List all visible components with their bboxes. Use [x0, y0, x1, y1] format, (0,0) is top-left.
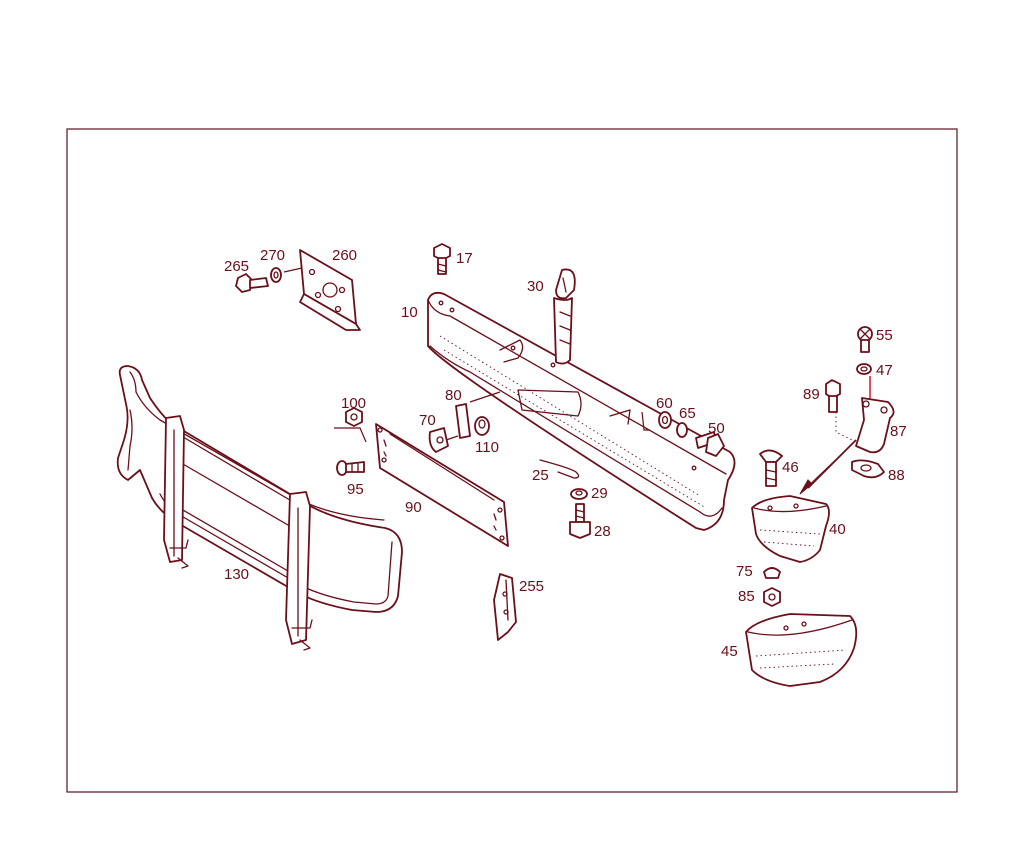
callout-89: 89: [803, 386, 820, 403]
callout-87: 87: [890, 423, 907, 440]
part-28-bolt: [569, 503, 591, 539]
part-80-clip: [455, 403, 471, 439]
callout-17: 17: [456, 250, 473, 267]
callout-270: 270: [260, 247, 285, 264]
part-47-washer: [856, 363, 872, 375]
part-88-gasket: [851, 459, 885, 479]
callout-28: 28: [594, 523, 611, 540]
part-90-plate-holder: [375, 423, 509, 547]
part-265-bolt: [235, 273, 269, 293]
callout-95: 95: [347, 481, 364, 498]
callout-45: 45: [721, 643, 738, 660]
part-85-nut: [763, 587, 781, 607]
callout-260: 260: [332, 247, 357, 264]
callout-29: 29: [591, 485, 608, 502]
callout-10: 10: [401, 304, 418, 321]
callout-255: 255: [519, 578, 544, 595]
callout-55: 55: [876, 327, 893, 344]
part-130-brush-guard: [116, 365, 403, 651]
diagram-frame: [66, 128, 958, 793]
part-89-bolt: [825, 379, 841, 413]
part-60-washer: [658, 411, 672, 429]
part-70-bracket: [428, 427, 449, 453]
callout-25: 25: [532, 467, 549, 484]
callout-265: 265: [224, 258, 249, 275]
callout-70: 70: [419, 412, 436, 429]
part-40-end-cap: [751, 495, 830, 563]
callout-100: 100: [341, 395, 366, 412]
callout-65: 65: [679, 405, 696, 422]
callout-85: 85: [738, 588, 755, 605]
part-17-bolt: [433, 243, 451, 275]
part-50-bolt: [695, 431, 725, 457]
callout-75: 75: [736, 563, 753, 580]
part-46-bolt: [759, 449, 783, 487]
callout-labels: 10 17 25 28 29 30 40 45 46 47 50 55 60 6…: [224, 247, 907, 660]
part-55-screw: [857, 326, 873, 353]
assembly-arrow: [799, 439, 857, 495]
callout-90: 90: [405, 499, 422, 516]
part-30-tow-eye: [553, 268, 576, 365]
part-29-washer: [570, 488, 588, 500]
part-100-nut: [345, 407, 363, 427]
callout-110: 110: [475, 439, 499, 456]
part-95-bolt: [336, 460, 365, 476]
part-87-bracket: [855, 397, 895, 454]
callout-46: 46: [782, 459, 799, 476]
part-10-bumper-beam: [427, 291, 736, 531]
part-75-clip: [763, 567, 781, 579]
part-25-pin: [539, 459, 580, 479]
part-65-lock-washer: [676, 422, 688, 438]
callout-60: 60: [656, 395, 673, 412]
part-260-mounting-plate: [299, 249, 361, 331]
callout-47: 47: [876, 362, 893, 379]
callout-80: 80: [445, 387, 462, 404]
callout-130: 130: [224, 566, 249, 583]
callout-30: 30: [527, 278, 544, 295]
callout-40: 40: [829, 521, 846, 538]
part-110-plug: [474, 416, 490, 436]
callout-88: 88: [888, 467, 905, 484]
part-45-cover: [745, 613, 858, 687]
callout-50: 50: [708, 420, 725, 437]
part-270-washer: [270, 267, 282, 283]
part-255-bracket: [493, 573, 517, 641]
